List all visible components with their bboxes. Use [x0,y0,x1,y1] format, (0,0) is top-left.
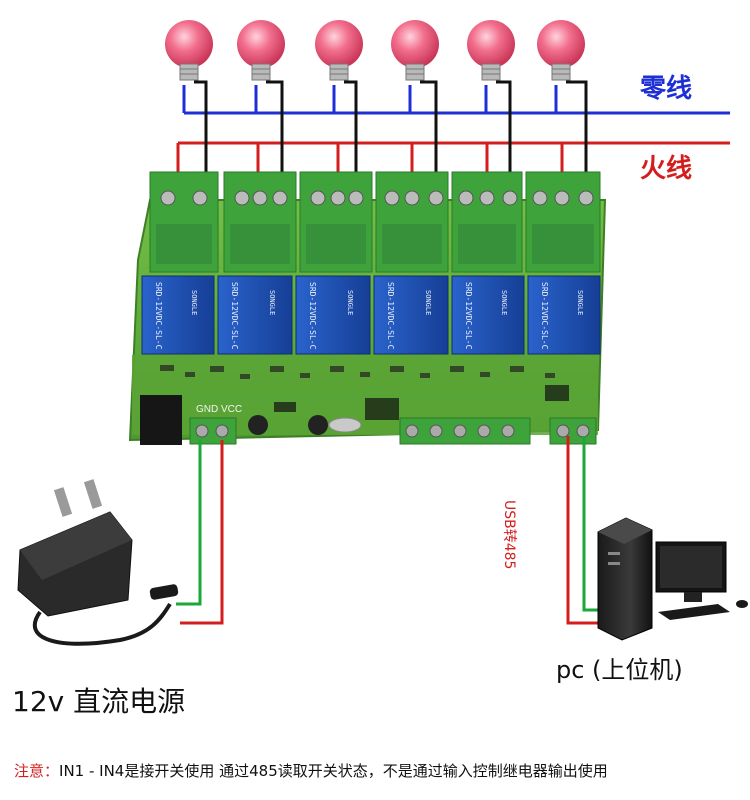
terminal-block [451,171,523,273]
bulb [467,20,515,81]
relay: SRD-12VDC-SL-C SONGLE [527,275,601,355]
usage-note: 注意：IN1 - IN4是接开关使用 通过485读取开关状态，不是通过输入控制继… [14,760,608,781]
power-terminal-label: GND VCC [196,404,242,415]
live-wire-label: 火线 [640,154,693,184]
relay-model: SRD-12VDC-SL-C [386,282,395,350]
usb-485-label: USB转485 [501,500,517,570]
lamp-wires [194,80,588,197]
bulb [537,20,585,81]
relay: SRD-12VDC-SL-C SONGLE [217,275,293,355]
power-supply-label: 12v 直流电源 [12,685,186,718]
bulb [237,20,285,81]
relay-model: SRD-12VDC-SL-C [540,282,549,350]
relay-brand: SONGLE [268,290,276,315]
note-text: IN1 - IN4是接开关使用 通过485读取开关状态，不是通过输入控制继电器输… [59,762,608,780]
relays: SRD-12VDC-SL-C SONGLE SRD-12VDC-SL-C SON… [141,275,601,355]
relay: SRD-12VDC-SL-C SONGLE [451,275,525,355]
neutral-wire-label: 零线 [640,74,693,104]
relay-model: SRD-12VDC-SL-C [464,282,473,350]
pc-label: pc (上位机) [556,656,683,684]
neutral-wire [182,85,730,115]
pc-computer [597,517,748,641]
relay-brand: SONGLE [424,290,432,315]
relay-brand: SONGLE [500,290,508,315]
terminal-block [375,171,449,273]
relay-model: SRD-12VDC-SL-C [308,282,317,350]
relay-brand: SONGLE [346,290,354,315]
relay: SRD-12VDC-SL-C SONGLE [373,275,449,355]
bulb [165,20,213,81]
light-bulbs [165,20,585,81]
terminal-block [223,171,297,273]
relay-brand: SONGLE [190,290,198,315]
bulb [315,20,363,81]
relay-model: SRD-12VDC-SL-C [154,282,163,350]
bulb [391,20,439,81]
relay-model: SRD-12VDC-SL-C [230,282,239,350]
terminal-block [149,171,219,273]
power-adapter [17,479,179,646]
terminal-blocks [149,171,601,273]
note-prefix: 注意： [14,762,60,780]
rs485-wires [566,436,604,625]
relay: SRD-12VDC-SL-C SONGLE [295,275,371,355]
relay: SRD-12VDC-SL-C SONGLE [141,275,215,355]
power-wires [176,440,224,625]
relay-brand: SONGLE [576,290,584,315]
terminal-block [299,171,373,273]
terminal-block [525,171,601,273]
